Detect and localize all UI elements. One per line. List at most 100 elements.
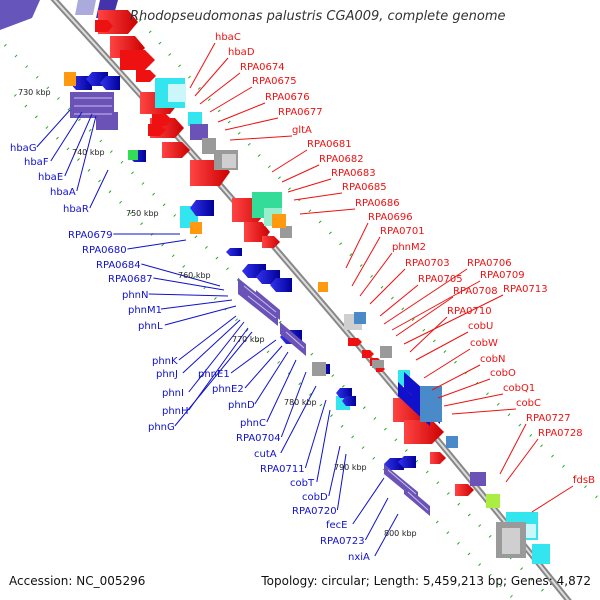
leader-line-hbaA bbox=[76, 115, 97, 192]
leader-line-RPA0709 bbox=[391, 280, 481, 331]
gene-label-RPA0674: RPA0674 bbox=[240, 62, 285, 73]
leader-line-RPA0683 bbox=[287, 178, 332, 193]
leader-line-RPA0706 bbox=[383, 268, 468, 325]
leader-line-RPA0728 bbox=[505, 438, 539, 483]
leader-line-hbaF bbox=[50, 111, 83, 162]
gene-label-phnJ: phnJ bbox=[156, 369, 178, 380]
kbp-label: 730 kbp bbox=[18, 88, 51, 97]
gene-label-RPA0711: RPA0711 bbox=[260, 464, 305, 475]
leader-line-RPA0701 bbox=[351, 236, 381, 287]
leader-line-hbaC bbox=[189, 42, 216, 89]
gene-label-RPA0684: RPA0684 bbox=[96, 260, 141, 271]
gene-label-phnH: phnH bbox=[162, 406, 189, 417]
kbp-labels: 730 kbp 740 kbp 750 kbp 760 kbp 770 kbp 780 k… bbox=[18, 88, 417, 538]
leader-line-phnE2 bbox=[244, 345, 283, 389]
leader-line-RPA0713 bbox=[403, 294, 504, 345]
leader-line-phnM1 bbox=[160, 299, 233, 310]
gene-label-phnM2: phnM2 bbox=[392, 242, 426, 253]
gene-label-cobW: cobW bbox=[470, 338, 498, 349]
leader-line-cobD bbox=[328, 445, 341, 497]
leader-line-RPA0704 bbox=[280, 371, 307, 438]
topology-info: Topology: circular; Length: 5,459,213 bp… bbox=[261, 574, 591, 588]
gene-label-phnE2: phnE2 bbox=[212, 384, 244, 395]
gene-label-RPA0686: RPA0686 bbox=[355, 198, 400, 209]
leader-line-phnE1 bbox=[230, 339, 277, 374]
gene-label-RPA0683: RPA0683 bbox=[331, 168, 376, 179]
leader-line-phnI bbox=[188, 321, 245, 393]
leader-line-cobQ1 bbox=[443, 393, 504, 407]
leader-line-RPA0705 bbox=[379, 284, 419, 317]
leader-line-hbaE bbox=[64, 113, 93, 177]
leader-line-cutA bbox=[280, 385, 317, 454]
gene-label-hbaG: hbaG bbox=[10, 143, 37, 154]
left-gene-labels: hbaGhbaFhbaEhbaAhbaRRPA0679RPA0680RPA068… bbox=[10, 143, 370, 563]
leader-line-hbaR bbox=[89, 169, 109, 209]
gene-label-hbaC: hbaC bbox=[215, 32, 241, 43]
leader-line-RPA0674 bbox=[199, 72, 241, 105]
gene-label-hbaD: hbaD bbox=[228, 47, 255, 58]
gene-label-hbaA: hbaA bbox=[50, 187, 76, 198]
gene-label-RPA0727: RPA0727 bbox=[526, 413, 571, 424]
gene-label-hbaR: hbaR bbox=[63, 204, 89, 215]
gene-label-RPA0681: RPA0681 bbox=[307, 139, 352, 150]
leader-line-RPA0696 bbox=[345, 222, 369, 269]
leader-line-RPA0687 bbox=[153, 277, 225, 291]
leader-line-RPA0682 bbox=[281, 164, 320, 183]
leader-line-phnK bbox=[178, 315, 237, 361]
gene-label-RPA0687: RPA0687 bbox=[108, 274, 153, 285]
kbp-label: 780 kbp bbox=[284, 398, 317, 407]
leader-line-cobC bbox=[451, 408, 517, 415]
leader-line-cobN bbox=[431, 364, 481, 391]
kbp-label: 750 kbp bbox=[126, 209, 159, 218]
gene-label-RPA0723: RPA0723 bbox=[320, 536, 365, 547]
leader-line-hbaD bbox=[194, 57, 229, 97]
leader-line-RPA0710 bbox=[409, 316, 448, 353]
leader-line-phnM2 bbox=[359, 252, 393, 297]
gene-label-RPA0704: RPA0704 bbox=[236, 433, 281, 444]
gene-label-RPA0676: RPA0676 bbox=[265, 92, 310, 103]
leader-line-RPA0723 bbox=[364, 497, 389, 541]
leader-line-phnJ bbox=[182, 319, 241, 374]
right-gene-labels: hbaChbaDRPA0674RPA0675RPA0676RPA0677gltA… bbox=[215, 32, 595, 486]
gene-label-RPA0708: RPA0708 bbox=[453, 286, 498, 297]
gene-label-RPA0706: RPA0706 bbox=[467, 258, 512, 269]
dotted-guides bbox=[3, 19, 600, 600]
gene-label-RPA0680: RPA0680 bbox=[82, 245, 127, 256]
gene-label-cutA: cutA bbox=[254, 449, 277, 460]
leader-line-fecE bbox=[352, 477, 385, 525]
leader-line-phnD bbox=[254, 351, 289, 405]
gene-label-phnI: phnI bbox=[162, 388, 184, 399]
leader-line-fdsB bbox=[531, 485, 574, 513]
gene-label-cobU: cobU bbox=[468, 321, 493, 332]
gene-label-gltA: gltA bbox=[292, 125, 312, 136]
gene-label-RPA0710: RPA0710 bbox=[447, 306, 492, 317]
gene-label-phnC: phnC bbox=[240, 418, 266, 429]
leader-line-cobT bbox=[316, 409, 331, 483]
gene-label-phnL: phnL bbox=[138, 321, 163, 332]
leader-line-RPA0680 bbox=[127, 239, 187, 250]
gene-label-RPA0713: RPA0713 bbox=[503, 284, 548, 295]
leader-line-RPA0675 bbox=[209, 86, 253, 113]
gene-label-phnG: phnG bbox=[148, 422, 175, 433]
gene-label-phnE1: phnE1 bbox=[198, 369, 230, 380]
leader-line-RPA0685 bbox=[293, 192, 343, 201]
kbp-label: 760 kbp bbox=[178, 271, 211, 280]
gene-label-hbaF: hbaF bbox=[24, 157, 49, 168]
gene-label-cobQ1: cobQ1 bbox=[503, 383, 535, 394]
kbp-label: 740 kbp bbox=[72, 148, 105, 157]
gene-label-phnM1: phnM1 bbox=[128, 305, 162, 316]
kbp-label: 770 kbp bbox=[232, 335, 265, 344]
gene-label-RPA0675: RPA0675 bbox=[252, 76, 297, 87]
kbp-label: 790 kbp bbox=[334, 463, 367, 472]
gene-label-phnD: phnD bbox=[228, 400, 255, 411]
leader-line-phnN bbox=[148, 293, 229, 297]
leader-line-gltA bbox=[229, 135, 293, 141]
gene-label-phnN: phnN bbox=[122, 290, 149, 301]
leader-line-RPA0676 bbox=[217, 102, 266, 123]
kbp-label: 800 kbp bbox=[384, 529, 417, 538]
gene-label-cobT: cobT bbox=[290, 478, 315, 489]
gene-label-RPA0682: RPA0682 bbox=[319, 154, 364, 165]
gene-label-cobC: cobC bbox=[516, 398, 541, 409]
leader-line-phnL bbox=[164, 305, 237, 326]
